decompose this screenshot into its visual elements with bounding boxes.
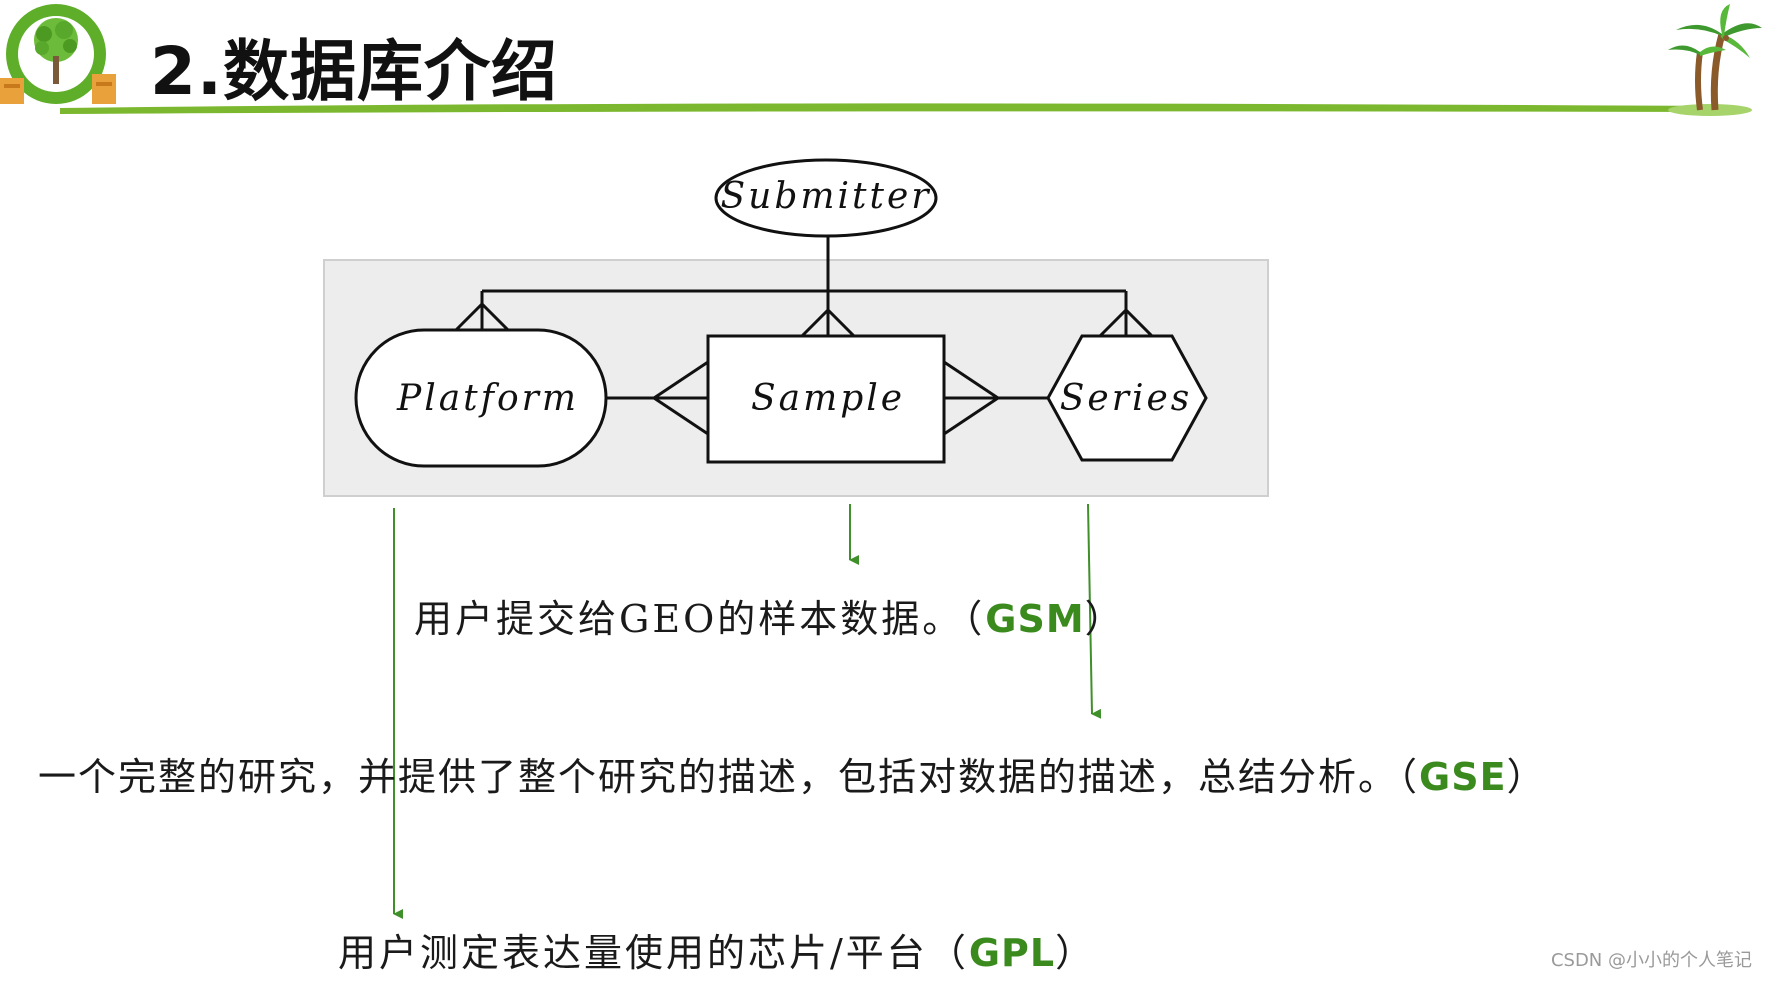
series-label: Series [1060, 378, 1192, 419]
gpl-description: 用户测定表达量使用的芯片/平台（GPL） [338, 922, 1096, 977]
series-node [1046, 334, 1208, 462]
csdn-watermark: CSDN @小小的个人笔记 [1550, 950, 1752, 971]
gsm-close-paren: ） [1084, 597, 1126, 641]
submitter-label: Submitter [721, 176, 932, 217]
crowfoot-series [1098, 307, 1154, 338]
gse-open-paren: （ [1398, 755, 1420, 799]
submitter-node [714, 158, 938, 238]
gse-code: GSE [1419, 755, 1507, 799]
tree-logo-icon [0, 4, 116, 104]
gpl-close-paren: ） [1055, 931, 1097, 975]
sample-label: Sample [751, 378, 905, 419]
crowfoot-sample-series [943, 360, 1001, 436]
header-graphics [0, 4, 1762, 116]
crowfoot-platform-sample [651, 360, 709, 436]
header-underline [60, 103, 1710, 114]
gsm-code: GSM [985, 597, 1085, 641]
gsm-description: 用户提交给GEO的样本数据。（GSM） [414, 588, 1126, 643]
gse-text: 一个完整的研究，并提供了整个研究的描述，包括对数据的描述，总结分析。 [38, 755, 1399, 799]
gpl-text: 用户测定表达量使用的芯片/平台 [338, 931, 928, 975]
arrow-series-to-gse [1087, 503, 1102, 719]
gpl-code: GPL [968, 931, 1056, 975]
page-title: 2.数据库介绍 [150, 33, 558, 110]
gsm-open-paren: （ [963, 597, 986, 641]
platform-label: Platform [396, 378, 579, 419]
crowfoot-platform [454, 301, 510, 332]
gsm-text: 用户提交给GEO的样本数据。 [414, 597, 964, 641]
crowfoot-sample [800, 307, 856, 338]
gse-close-paren: ） [1506, 755, 1547, 799]
gpl-open-paren: （ [927, 931, 969, 975]
gse-description: 一个完整的研究，并提供了整个研究的描述，包括对数据的描述，总结分析。（GSE） [38, 746, 1547, 801]
slide-header: 2.数据库介绍 [0, 0, 1766, 120]
palm-tree-icon [1668, 4, 1762, 116]
